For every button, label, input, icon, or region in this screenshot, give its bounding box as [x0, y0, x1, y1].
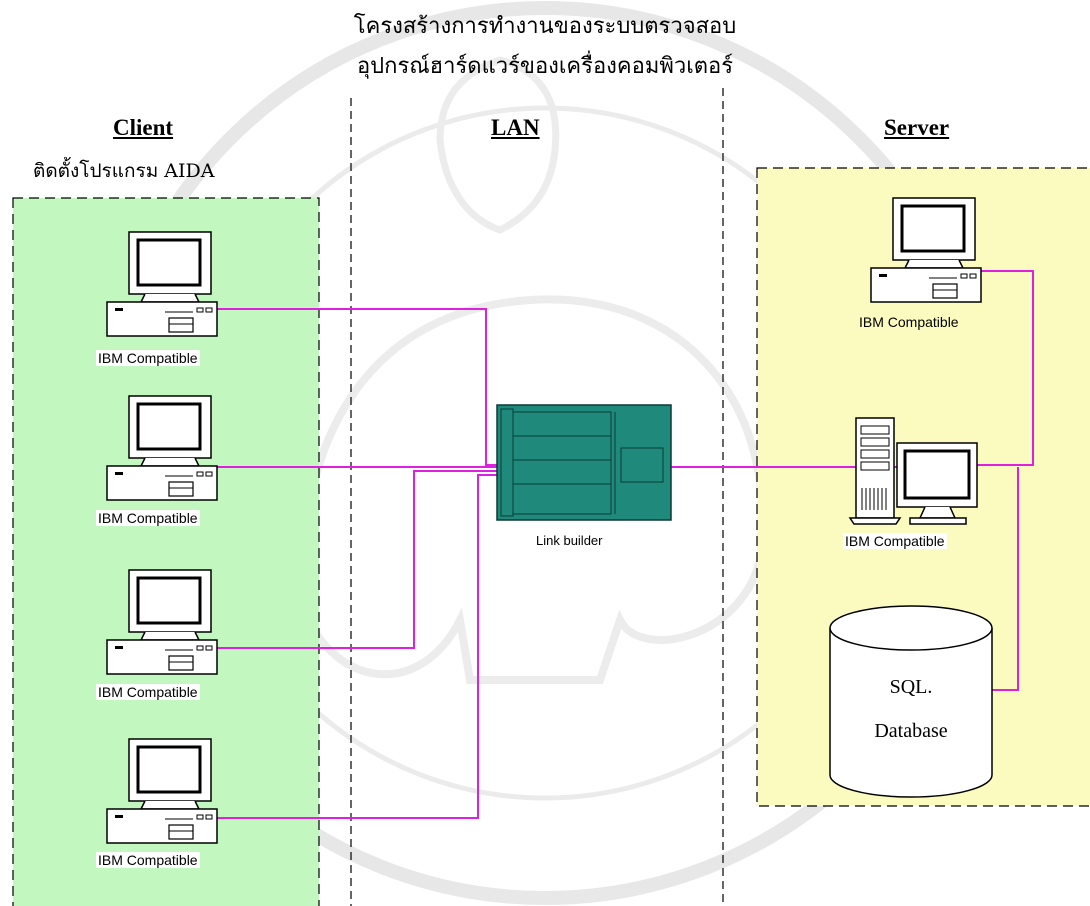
link-client1-hub: [217, 308, 505, 466]
link-builder-hub: [496, 404, 672, 521]
link-client3-hub: [217, 470, 505, 649]
diagram-title-line-2: อุปกรณ์ฮาร์ดแวร์ของเครื่องคอมพิวเตอร์: [356, 54, 734, 79]
link-client4-hub: [217, 474, 505, 819]
connection-lines: [217, 270, 1034, 819]
diagram-title-line-1: โครงสร้างการทำงานของระบบตรวจสอบ: [353, 14, 737, 39]
server-tower-label: IBM Compatible: [843, 533, 947, 549]
link-builder-label: Link builder: [536, 533, 603, 548]
client-pc-3-label: IBM Compatible: [96, 684, 200, 700]
client-pc-2-label: IBM Compatible: [96, 510, 200, 526]
client-pc-4-label: IBM Compatible: [96, 852, 200, 868]
sql-database: [829, 605, 993, 798]
client-pc-1-label: IBM Compatible: [96, 350, 200, 366]
lan-heading: LAN: [491, 115, 540, 140]
client-subheading: ติดตั้งโปรแกรม AIDA: [33, 160, 215, 182]
link-database: [992, 467, 1019, 691]
server-pc-label: IBM Compatible: [859, 314, 959, 330]
server-heading: Server: [884, 115, 950, 140]
database-label-line-2: Database: [874, 720, 948, 742]
database-label-line-1: SQL.: [889, 676, 933, 698]
server-tower: [848, 417, 978, 525]
client-heading: Client: [113, 115, 174, 140]
link-server-pc: [975, 270, 1034, 466]
